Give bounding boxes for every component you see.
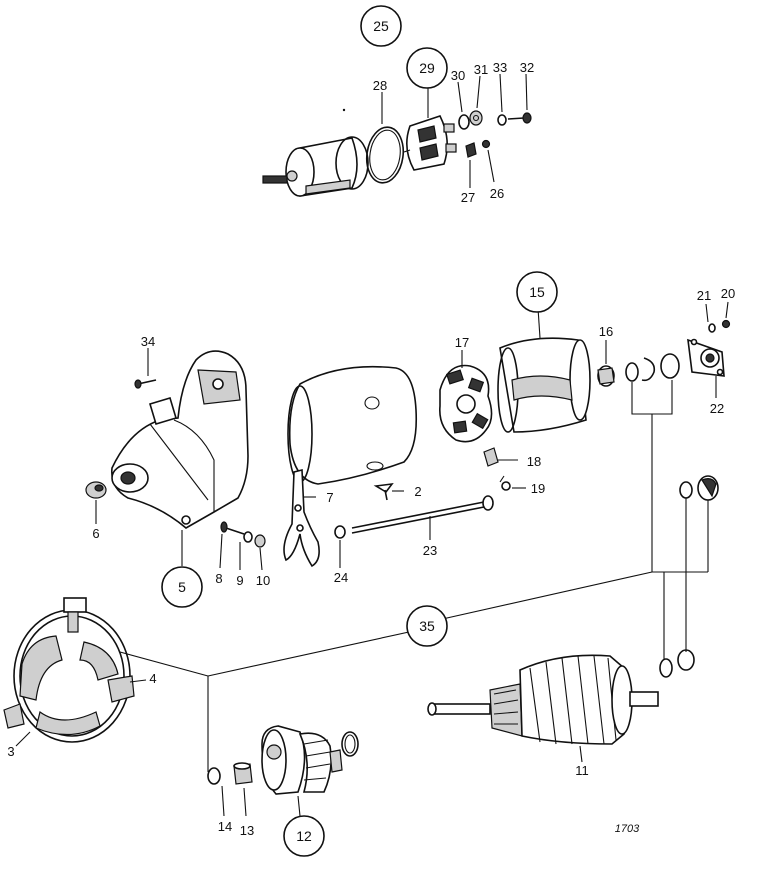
part-label-9: 9 [236, 573, 243, 588]
part-label-23: 23 [423, 543, 437, 558]
part-label-34: 34 [141, 334, 155, 349]
part-label-13: 13 [240, 823, 254, 838]
brush-holder-17 [439, 364, 493, 443]
through-bolt-23 [351, 495, 494, 534]
bushing-6 [85, 481, 107, 499]
part-label-33: 33 [493, 60, 507, 75]
shim-a [679, 481, 693, 499]
screw-20 [721, 319, 731, 329]
o-ring-28 [365, 126, 405, 184]
screw-32 [507, 112, 532, 124]
spring-clip-19 [499, 475, 511, 491]
screw-8 [220, 521, 245, 535]
cap-b [697, 475, 719, 501]
circled-label-5: 5 [161, 566, 203, 608]
part-label-8: 8 [215, 571, 222, 586]
bushing-16 [597, 365, 615, 387]
screw-26 [481, 139, 491, 149]
solenoid-group [262, 73, 532, 197]
solenoid-body [262, 136, 369, 197]
part-label-16: 16 [599, 324, 613, 339]
part-label-27: 27 [461, 190, 475, 205]
part-label-32: 32 [520, 60, 534, 75]
part-label-10: 10 [256, 573, 270, 588]
washer-b [660, 353, 680, 379]
screw-2 [373, 482, 394, 501]
part-label-7: 7 [326, 490, 333, 505]
lock-ring [641, 357, 656, 382]
brush-18 [483, 447, 499, 467]
part-label-28: 28 [373, 78, 387, 93]
part-label-3: 3 [7, 744, 14, 759]
figure-reference: 1703 [615, 823, 640, 835]
circled-label-29: 29 [406, 47, 448, 89]
part-label-24: 24 [334, 570, 348, 585]
circled-label-35-text: 35 [419, 618, 435, 634]
shim-d [677, 649, 695, 671]
circled-label-12-text: 12 [296, 828, 312, 844]
engaging-lever-7 [283, 468, 320, 568]
screw-34 [134, 379, 157, 389]
part-label-6: 6 [92, 526, 99, 541]
drive-pinion-12 [261, 725, 343, 795]
washer-33 [497, 114, 507, 126]
yoke-field-housing [287, 365, 418, 485]
part-label-19: 19 [531, 481, 545, 496]
solenoid-cap-29 [403, 115, 457, 171]
part-label-2: 2 [414, 484, 421, 499]
circled-label-15-text: 15 [529, 284, 545, 300]
part-label-17: 17 [455, 335, 469, 350]
part-label-21: 21 [697, 288, 711, 303]
nut-31 [469, 110, 483, 126]
part-label-30: 30 [451, 68, 465, 83]
end-cap-22 [687, 338, 725, 377]
washer-30 [458, 114, 470, 130]
part-label-11: 11 [575, 763, 589, 778]
part-label-26: 26 [490, 186, 504, 201]
circled-label-15: 15 [516, 271, 558, 313]
circled-label-5-text: 5 [178, 579, 186, 595]
circled-label-29-text: 29 [419, 60, 435, 76]
circled-label-12: 12 [283, 815, 325, 857]
part-label-4: 4 [149, 671, 156, 686]
circled-label-25: 25 [360, 5, 402, 47]
part-label-22: 22 [710, 401, 724, 416]
snap-ring-14 [207, 767, 221, 785]
stop-ring-13 [233, 762, 253, 785]
part-label-18: 18 [527, 454, 541, 469]
drive-end-housing-5 [111, 350, 249, 529]
armature-11 [427, 654, 659, 745]
part-label-20: 20 [721, 286, 735, 301]
shim-c [659, 658, 673, 678]
band-cover-15 [497, 337, 591, 433]
washer-21 [708, 323, 716, 333]
field-coil-assembly [3, 597, 135, 743]
washer-a [625, 362, 639, 382]
clip-27 [465, 142, 477, 158]
circled-label-35: 35 [406, 605, 448, 647]
circled-label-25-text: 25 [373, 18, 389, 34]
ring-12b [341, 731, 359, 757]
part-label-31: 31 [474, 62, 488, 77]
washer-9 [243, 531, 253, 543]
nut-10 [254, 534, 266, 548]
part-label-14: 14 [218, 819, 232, 834]
washer-24 [334, 525, 346, 539]
